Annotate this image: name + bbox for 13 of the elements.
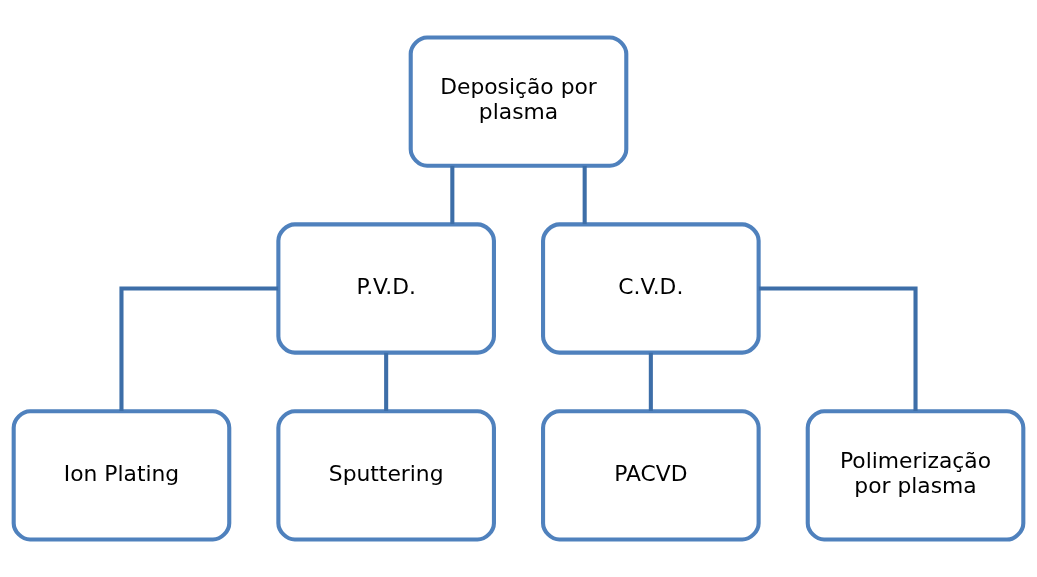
connector (450, 165, 455, 225)
node-box: Polimerização por plasma (805, 409, 1026, 542)
connector (582, 165, 587, 225)
connector (758, 286, 918, 412)
node-box: Sputtering (276, 409, 496, 542)
node-box: Ion Plating (11, 409, 232, 542)
node-box: PACVD (541, 409, 761, 542)
node-box: C.V.D. (541, 222, 761, 355)
node-box: Deposição por plasma (408, 35, 629, 168)
node-box: P.V.D. (276, 222, 496, 355)
connector (648, 352, 653, 411)
connector (119, 286, 279, 412)
connector (384, 352, 389, 411)
